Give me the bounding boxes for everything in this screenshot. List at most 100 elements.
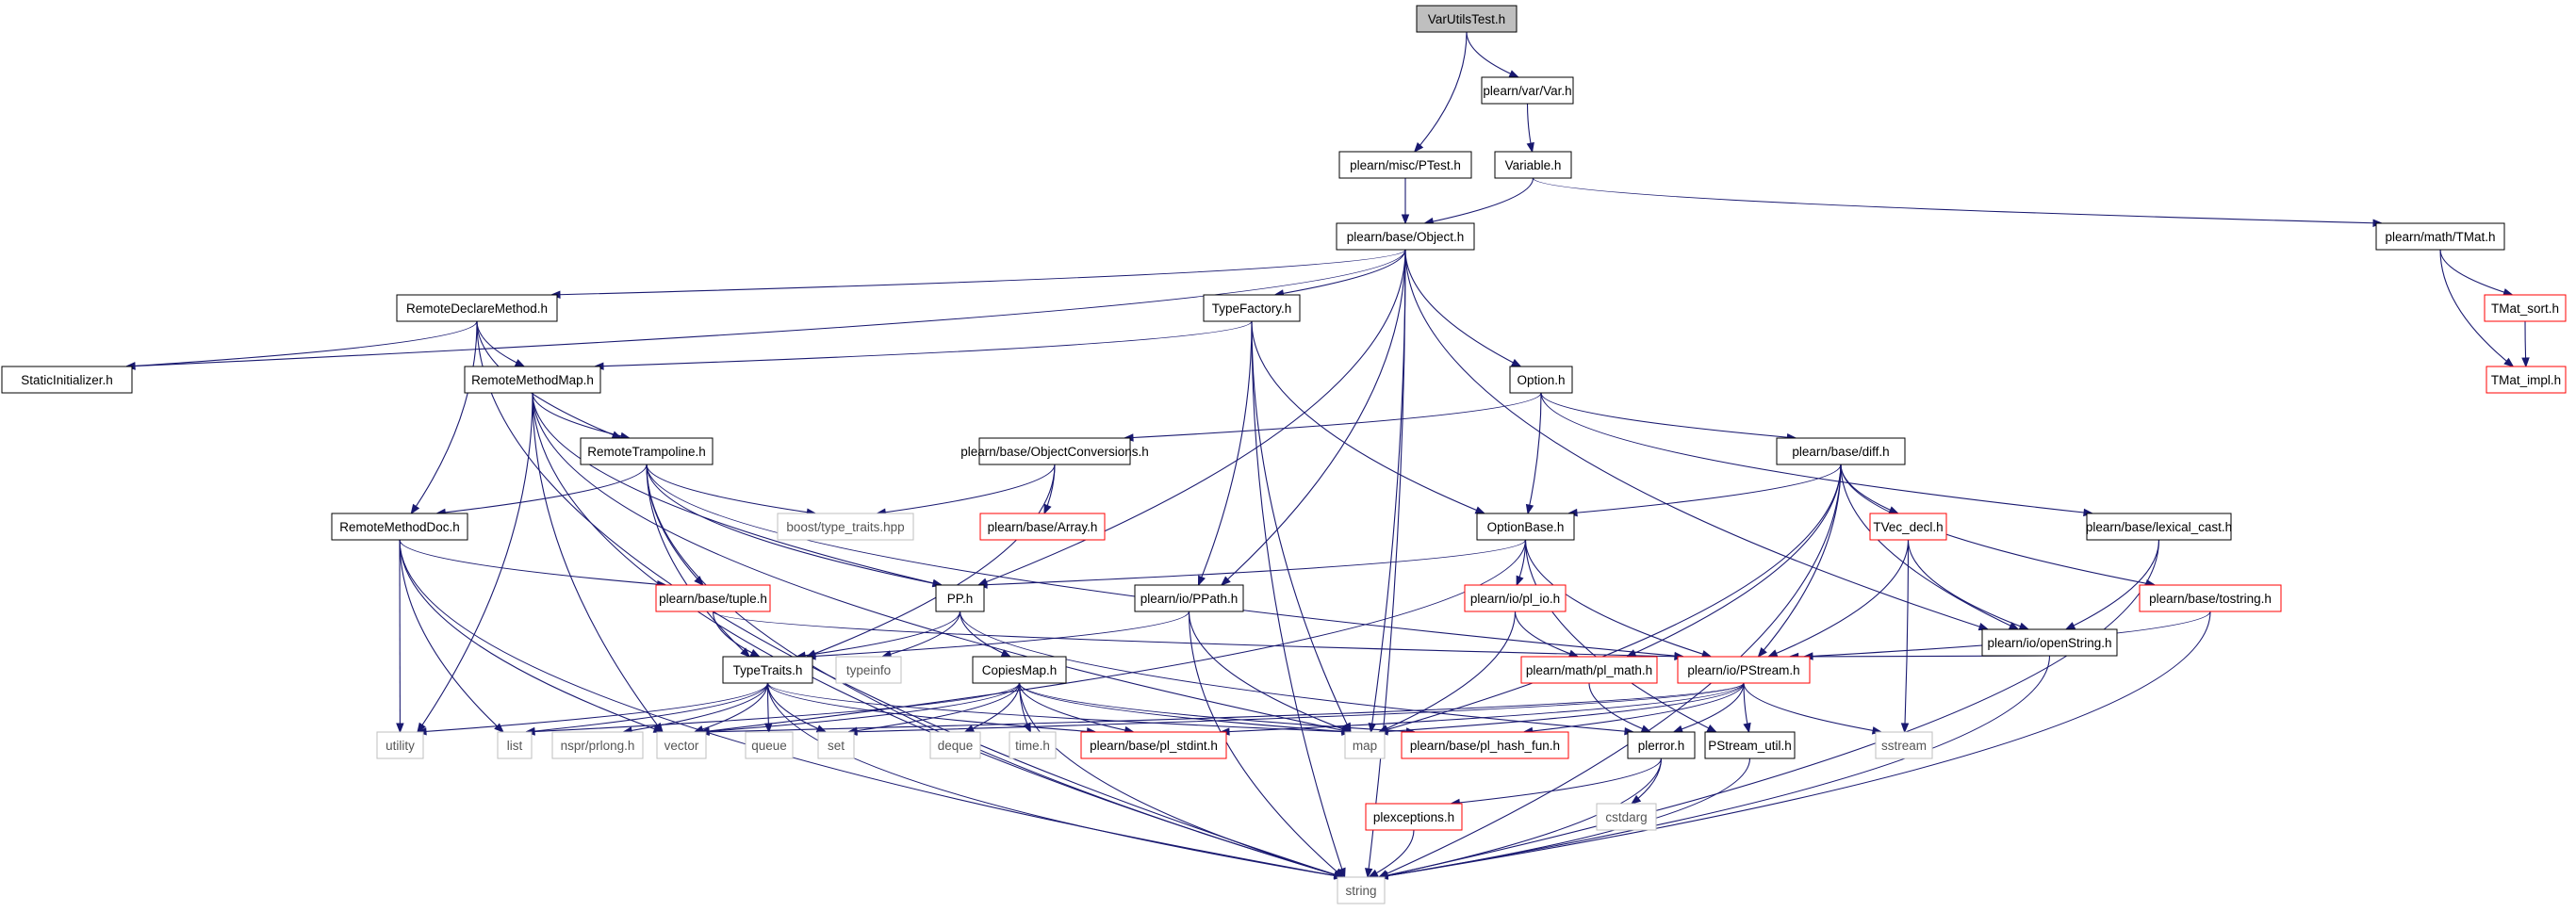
edges-layer xyxy=(124,31,2530,880)
node-diff[interactable]: plearn/base/diff.h xyxy=(1776,437,1906,465)
node-type-traits[interactable]: TypeTraits.h xyxy=(722,656,813,684)
edge-option-base-to-pstream-util xyxy=(1524,539,1718,733)
node-label: boost/type_traits.hpp xyxy=(786,520,904,534)
edge-option-base-to-vector xyxy=(698,539,1527,736)
node-label: plearn/base/Array.h xyxy=(988,520,1098,534)
edge-ppath-to-type-traits xyxy=(805,611,1190,660)
node-pph[interactable]: PP.h xyxy=(935,584,985,612)
edge-tmat-to-tmat-sort xyxy=(2439,249,2514,297)
node-lexical-cast[interactable]: plearn/base/lexical_cast.h xyxy=(2086,513,2232,541)
node-map: map xyxy=(1344,731,1386,759)
node-tmat-sort[interactable]: TMat_sort.h xyxy=(2484,294,2567,322)
node-label: typeinfo xyxy=(846,663,891,677)
node-label: utility xyxy=(386,739,415,753)
edge-pstream-to-pstream-util xyxy=(1743,682,1751,734)
edge-remote-trampoline-to-tuple xyxy=(646,464,704,587)
edge-pstream-to-pl-stdint xyxy=(1219,682,1745,736)
node-sstream: sstream xyxy=(1875,731,1933,759)
node-static-initializer[interactable]: StaticInitializer.h xyxy=(1,366,133,394)
edge-tuple-to-type-traits xyxy=(712,611,762,658)
edge-object-to-option xyxy=(1404,249,1522,367)
edge-plexceptions-to-string xyxy=(1368,829,1415,878)
edge-pstream-to-sstream xyxy=(1743,682,1883,735)
node-tvec-decl[interactable]: TVec_decl.h xyxy=(1869,513,1947,541)
node-label: deque xyxy=(938,739,974,753)
node-pl-hash-fun[interactable]: plearn/base/pl_hash_fun.h xyxy=(1401,731,1569,759)
node-copies-map[interactable]: CopiesMap.h xyxy=(972,656,1067,684)
node-tmat[interactable]: plearn/math/TMat.h xyxy=(2375,222,2505,251)
edge-remote-method-map-to-utility xyxy=(417,392,533,734)
node-label: RemoteDeclareMethod.h xyxy=(406,301,548,316)
node-label: plearn/base/ObjectConversions.h xyxy=(960,445,1149,459)
edge-remote-trampoline-to-remote-method-doc xyxy=(435,464,648,517)
node-label: list xyxy=(507,739,523,753)
edge-remote-method-doc-to-vector xyxy=(399,539,665,733)
node-label: TypeFactory.h xyxy=(1212,301,1292,316)
node-set: set xyxy=(817,731,855,759)
node-object-conversions[interactable]: plearn/base/ObjectConversions.h xyxy=(960,437,1149,465)
node-typeinfo: typeinfo xyxy=(835,656,902,684)
node-label: nspr/prlong.h xyxy=(561,739,635,753)
node-label: vector xyxy=(665,739,699,753)
edge-type-factory-to-remote-method-map xyxy=(593,320,1253,370)
node-label: TMat_sort.h xyxy=(2491,301,2559,316)
node-type-factory[interactable]: TypeFactory.h xyxy=(1203,294,1301,322)
node-label: PP.h xyxy=(947,592,974,606)
edge-tmat-to-tmat-impl xyxy=(2439,249,2515,367)
node-label: time.h xyxy=(1015,739,1050,753)
edge-remote-declare-method-to-remote-method-map xyxy=(476,320,526,367)
node-variable[interactable]: Variable.h xyxy=(1494,151,1572,179)
node-pl-stdint[interactable]: plearn/base/pl_stdint.h xyxy=(1080,731,1227,759)
node-var-h[interactable]: plearn/var/Var.h xyxy=(1481,76,1574,105)
edge-tmat-sort-to-tmat-impl xyxy=(2521,320,2530,368)
node-label: plearn/io/PStream.h xyxy=(1687,663,1799,677)
node-remote-method-map[interactable]: RemoteMethodMap.h xyxy=(464,366,601,394)
node-plerror[interactable]: plerror.h xyxy=(1627,731,1696,759)
node-label: queue xyxy=(751,739,787,753)
node-pl-math[interactable]: plearn/math/pl_math.h xyxy=(1520,656,1658,684)
edge-pstream-to-map xyxy=(1377,682,1745,736)
node-tuple[interactable]: plearn/base/tuple.h xyxy=(655,584,771,612)
edge-plerror-to-plexceptions xyxy=(1450,757,1663,807)
edge-type-traits-to-utility xyxy=(416,682,769,736)
node-var-utils-test[interactable]: VarUtilsTest.h xyxy=(1416,5,1518,33)
node-pl-io[interactable]: plearn/io/pl_io.h xyxy=(1464,584,1567,612)
node-object[interactable]: plearn/base/Object.h xyxy=(1336,222,1475,251)
node-label: plerror.h xyxy=(1638,739,1685,753)
node-option-base[interactable]: OptionBase.h xyxy=(1476,513,1575,541)
node-tostring[interactable]: plearn/base/tostring.h xyxy=(2139,584,2282,612)
node-remote-method-doc[interactable]: RemoteMethodDoc.h xyxy=(331,513,468,541)
node-label: plearn/io/openString.h xyxy=(1987,636,2111,650)
node-label: plearn/io/PPath.h xyxy=(1140,592,1239,606)
node-label: cstdarg xyxy=(1605,810,1647,824)
node-pstream-util[interactable]: PStream_util.h xyxy=(1704,731,1796,759)
node-pstream[interactable]: plearn/io/PStream.h xyxy=(1677,656,1811,684)
edge-object-conversions-to-plearn-array xyxy=(1043,464,1056,515)
node-utility: utility xyxy=(376,731,424,759)
node-label: plearn/base/pl_hash_fun.h xyxy=(1410,739,1560,753)
edge-remote-declare-method-to-remote-method-doc xyxy=(410,320,478,515)
node-tmat-impl[interactable]: TMat_impl.h xyxy=(2486,366,2567,394)
node-label: plearn/io/pl_io.h xyxy=(1470,592,1560,606)
edge-pl-math-to-plerror xyxy=(1588,682,1652,733)
node-remote-declare-method[interactable]: RemoteDeclareMethod.h xyxy=(396,294,558,322)
node-ptest[interactable]: plearn/misc/PTest.h xyxy=(1338,151,1472,179)
node-cstdarg: cstdarg xyxy=(1596,803,1657,831)
edge-variable-to-tmat xyxy=(1532,177,2384,227)
node-option[interactable]: Option.h xyxy=(1509,366,1573,394)
edge-remote-trampoline-to-type-traits xyxy=(646,464,751,658)
node-ppath[interactable]: plearn/io/PPath.h xyxy=(1134,584,1244,612)
edge-var-h-to-variable xyxy=(1526,103,1534,154)
edge-option-base-to-pph xyxy=(976,539,1527,589)
edge-var-utils-test-to-ptest xyxy=(1413,31,1468,154)
node-open-string[interactable]: plearn/io/openString.h xyxy=(1981,628,2118,657)
edge-object-to-ppath xyxy=(1220,249,1406,586)
node-plexceptions[interactable]: plexceptions.h xyxy=(1365,803,1463,831)
edge-remote-declare-method-to-static-initializer xyxy=(124,320,478,370)
edge-pph-to-type-traits xyxy=(795,611,961,660)
edge-remote-method-doc-to-list xyxy=(399,539,505,733)
node-label: Variable.h xyxy=(1505,158,1562,172)
node-remote-trampoline[interactable]: RemoteTrampoline.h xyxy=(580,437,714,465)
node-plearn-array[interactable]: plearn/base/Array.h xyxy=(979,513,1106,541)
